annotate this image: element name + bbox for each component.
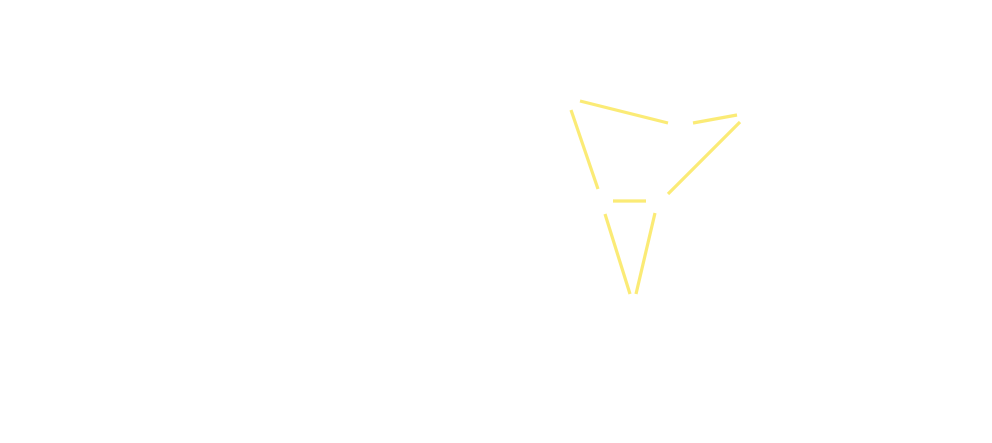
right-diagonal-edge-segment (666, 120, 742, 196)
left-upper-edge-segment (569, 109, 600, 190)
top-right-edge-segment (692, 113, 738, 125)
lower-left-edge-segment (603, 213, 632, 295)
top-left-edge-segment (579, 99, 669, 125)
lower-right-edge-segment (634, 212, 657, 295)
